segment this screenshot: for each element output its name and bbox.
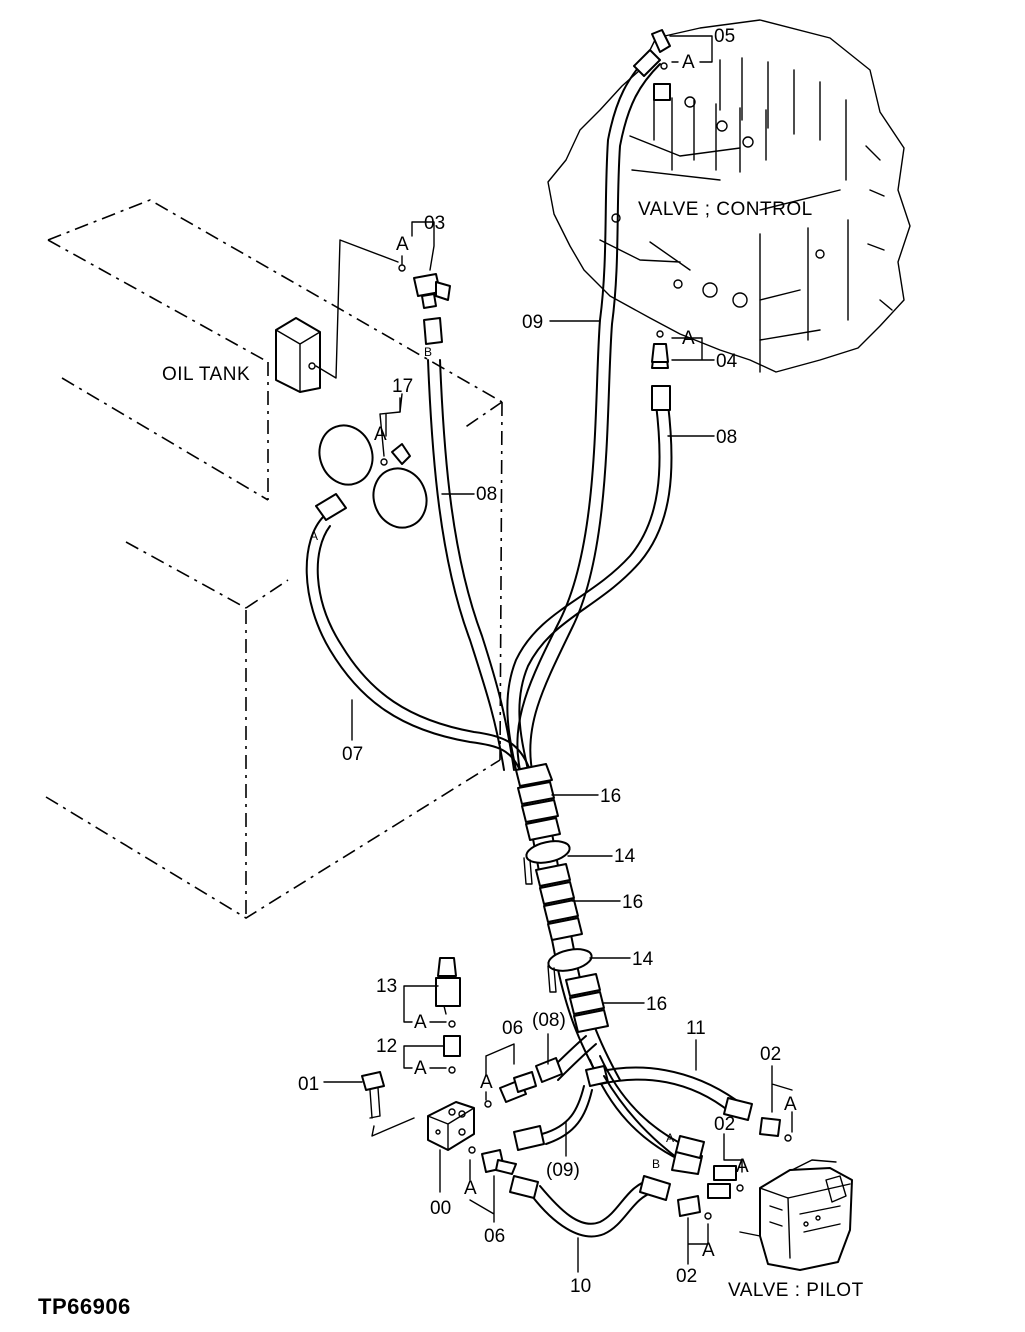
figure-id: TP66906: [38, 1294, 131, 1319]
part-label-17: 17: [392, 376, 413, 397]
part-label-09-ref: (09): [546, 1160, 580, 1181]
spiral-guard-lower: [565, 973, 609, 1033]
marker-a-02-lower: A: [702, 1240, 715, 1261]
part-label-05: 05: [714, 26, 735, 47]
marker-a-02-upper: A: [784, 1094, 797, 1115]
part-label-01: 01: [298, 1074, 319, 1095]
marker-a-02-middle: A: [736, 1156, 749, 1177]
part-label-09: 09: [522, 312, 543, 333]
part-label-02-lower: 02: [676, 1266, 697, 1287]
check-valve-13: [435, 957, 461, 1028]
hose-08-left: [423, 317, 515, 771]
control-valve-body: [547, 19, 911, 373]
marker-a-bundle: A: [666, 1131, 674, 1145]
oil-tank-label: OIL TANK: [162, 364, 250, 385]
marker-a-17: A: [374, 424, 387, 445]
leader-lines: [323, 35, 793, 1273]
part-label-12: 12: [376, 1036, 397, 1057]
spiral-guard-middle: [535, 863, 583, 941]
spiral-guard-upper: [515, 763, 561, 841]
part-label-14-upper: 14: [614, 846, 636, 867]
part-label-10: 10: [570, 1276, 591, 1297]
marker-a-13: A: [414, 1012, 427, 1033]
part-label-08-ref: (08): [532, 1010, 566, 1031]
hose-09-lower: [513, 1085, 593, 1151]
clamp-upper: [523, 840, 571, 885]
clamp-lower: [547, 948, 593, 993]
marker-a-06-upper: A: [480, 1072, 493, 1093]
part-label-00: 00: [430, 1198, 451, 1219]
part-label-16-upper: 16: [600, 786, 621, 807]
part-label-07: 07: [342, 744, 363, 765]
marker-a-05: A: [682, 52, 695, 73]
fitting-02-lower: [677, 1195, 712, 1220]
part-label-02-middle: 02: [714, 1114, 735, 1135]
fitting-04: [651, 330, 669, 363]
elbow-fitting-06-upper: [484, 1071, 537, 1108]
hose-b-connection: [603, 1075, 705, 1175]
fitting-12: [443, 1035, 461, 1074]
part-label-14-lower: 14: [632, 949, 654, 970]
part-label-08-right: 08: [716, 427, 737, 448]
oil-tank-port: [275, 239, 399, 393]
manifold-block-00: [427, 1101, 475, 1151]
tee-fitting-03: [398, 264, 451, 309]
part-label-06-upper: 06: [502, 1018, 523, 1039]
part-label-16-middle: 16: [622, 892, 643, 913]
part-label-08-left: 08: [476, 484, 497, 505]
part-label-03: 03: [424, 213, 445, 234]
hose-11: [585, 1065, 753, 1121]
hose-07: [305, 493, 531, 771]
marker-b-hose-08: B: [424, 345, 432, 359]
pilot-valve-body: [739, 1159, 853, 1271]
part-label-13: 13: [376, 976, 397, 997]
elbow-fitting-06-lower: [468, 1146, 517, 1175]
filter-caps: [318, 393, 428, 529]
marker-a-12: A: [414, 1058, 427, 1079]
hose-09: [516, 29, 671, 771]
fitting-02-middle: [707, 1165, 744, 1199]
marker-a-06-lower: A: [464, 1178, 477, 1199]
marker-b-bundle: B: [652, 1157, 660, 1171]
part-label-06-lower: 06: [484, 1226, 505, 1247]
marker-a-04: A: [682, 328, 695, 349]
hose-10: [509, 1175, 671, 1238]
fitting-05: [653, 62, 671, 101]
part-label-11: 11: [686, 1018, 706, 1039]
oil-tank-body: [45, 199, 503, 920]
part-label-16-lower: 16: [646, 994, 667, 1015]
bolt-01: [361, 1071, 415, 1137]
part-label-02-upper: 02: [760, 1044, 781, 1065]
control-valve-label: VALVE ; CONTROL: [638, 199, 813, 220]
marker-a-hose-07: A: [310, 529, 318, 543]
hose-08-lower: [535, 1035, 597, 1083]
pilot-valve-label: VALVE : PILOT: [728, 1280, 864, 1301]
fitting-02-upper: [759, 1117, 792, 1142]
hose-08-right: [506, 351, 673, 771]
marker-a-03: A: [396, 234, 409, 255]
part-label-04: 04: [716, 351, 738, 372]
